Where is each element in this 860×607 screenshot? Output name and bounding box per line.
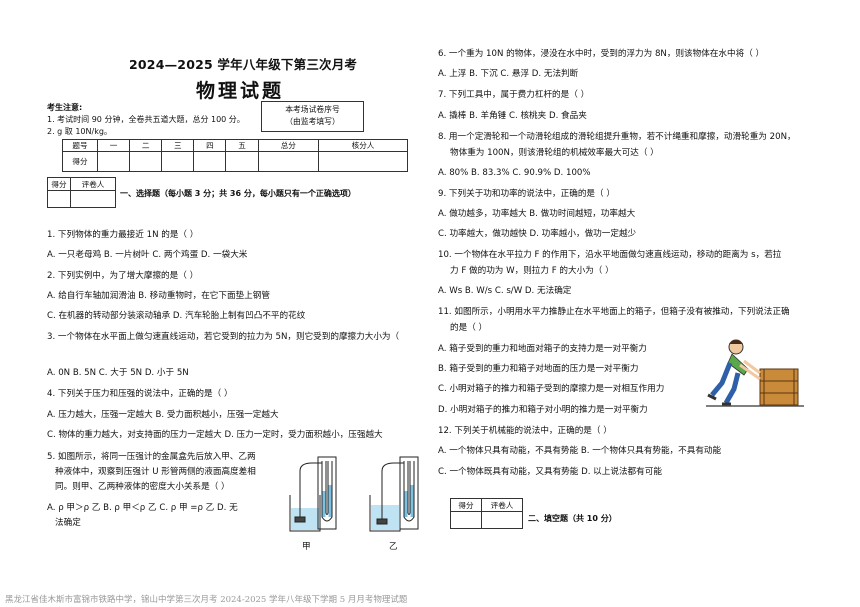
score-input-1 <box>96 151 131 172</box>
q3-stem: 3. 一个物体在水平面上做匀速直线运动，若它受到的拉力为 5N，则它受到的摩擦力… <box>47 332 400 342</box>
seat-box-line2: （由监考填写） <box>285 117 340 126</box>
q10-line1: 10. 一个物体在水平拉力 F 的作用下，沿水平地面做匀速直线运动，移动的距离为… <box>438 250 782 260</box>
score-table: 题号 一 二 三 四 五 总分 核分人 得分 <box>62 139 408 172</box>
q5-fig-label-jia: 甲 <box>302 542 311 552</box>
q8-line1: 8. 用一个定滑轮和一个动滑轮组成的滑轮组提升重物，若不计绳重和摩擦，动滑轮重为… <box>438 132 796 142</box>
q5-line2: 种液体中，观察到压强计 U 形管两侧的液面高度差相 <box>55 467 256 477</box>
score-input-3 <box>161 151 195 172</box>
q9-options-ab: A. 做功越多，功率越大 B. 做功时间越短，功率越大 <box>438 209 636 219</box>
grader-name-cell <box>70 190 116 208</box>
score-input-checker <box>318 151 408 172</box>
score-cell-q2: 二 <box>129 139 163 152</box>
q11-option-b: B. 箱子受到的重力和箱子对地面的压力是一对平衡力 <box>438 364 639 374</box>
grader2-name-cell <box>481 511 523 529</box>
q11-option-a: A. 箱子受到的重力和地面对箱子的支持力是一对平衡力 <box>438 344 647 354</box>
grader2-name-label: 评卷人 <box>481 498 523 512</box>
q5-pressure-gauge-figure <box>289 456 419 532</box>
q5-options-cont: 法确定 <box>55 518 81 528</box>
score-cell-q4: 四 <box>193 139 227 152</box>
q8-options: A. 80% B. 83.3% C. 90.9% D. 100% <box>438 168 591 178</box>
q4-options-ab: A. 压力越大，压强一定越大 B. 受力面积越小，压强一定越大 <box>47 410 279 420</box>
q11-boy-pushing-box-figure <box>706 339 804 407</box>
score-cell-label: 题号 <box>62 139 98 152</box>
q11-option-c: C. 小明对箱子的推力和箱子受到的摩擦力是一对相互作用力 <box>438 384 665 394</box>
subject-title: 物理试题 <box>196 80 285 102</box>
q4-options-cd: C. 物体的重力越大，对支持面的压力一定越大 D. 压力一定时，受力面积越小，压… <box>47 430 383 440</box>
q5-line1: 5. 如图所示，将同一压强计的金属盒先后放入甲、乙两 <box>47 452 256 462</box>
score-cell-q1: 一 <box>96 139 131 152</box>
q5-fig-label-yi: 乙 <box>389 542 398 552</box>
score-cell-total: 总分 <box>257 139 320 152</box>
q4-stem: 4. 下列关于压力和压强的说法中，正确的是（ ） <box>47 389 233 399</box>
q12-options-ab: A. 一个物体只具有动能，不具有势能 B. 一个物体只具有势能，不具有动能 <box>438 446 722 456</box>
q5-line3: 同。则甲、乙两种液体的密度大小关系是（ ） <box>55 482 230 492</box>
grader-name-label: 评卷人 <box>70 177 116 191</box>
grader-score-cell <box>47 190 71 208</box>
q9-options-cd: C. 功率越大，做功越快 D. 功率越小，做功一定越少 <box>438 229 637 239</box>
q6-options: A. 上浮 B. 下沉 C. 悬浮 D. 无法判断 <box>438 69 579 79</box>
score-input-5 <box>225 151 259 172</box>
grader-box-2: 得分评卷人 <box>450 498 523 529</box>
score-input-4 <box>193 151 227 172</box>
q2-options-ab: A. 给自行车轴加润滑油 B. 移动重物时，在它下面垫上钢管 <box>47 291 270 301</box>
q11-line2: 的是（ ） <box>450 323 488 333</box>
seat-number-box: 本考场试卷序号 （由监考填写） <box>261 101 364 132</box>
q3-options: A. 0N B. 5N C. 大于 5N D. 小于 5N <box>47 368 189 378</box>
q12-options-cd: C. 一个物体既具有动能，又具有势能 D. 以上说法都有可能 <box>438 467 662 477</box>
score-cell-q5: 五 <box>225 139 259 152</box>
section2-heading: 二、填空题（共 10 分） <box>528 514 617 523</box>
q11-option-d: D. 小明对箱子的推力和箱子对小明的推力是一对平衡力 <box>438 405 648 415</box>
seat-box-line1: 本考场试卷序号 <box>285 105 340 114</box>
exam-title: 2024—2025 学年八年级下第三次月考 <box>129 57 358 72</box>
q10-line2: 力 F 做的功为 W，则拉力 F 的大小为（ ） <box>450 266 614 276</box>
q11-line1: 11. 如图所示，小明用水平力推静止在水平地面上的箱子，但箱子没有被推动，下列说… <box>438 307 790 317</box>
q6-stem: 6. 一个重为 10N 的物体，浸没在水中时，受到的浮力为 8N，则该物体在水中… <box>438 49 765 59</box>
q2-options-cd: C. 在机器的转动部分装滚动轴承 D. 汽车轮胎上制有凹凸不平的花纹 <box>47 311 306 321</box>
q2-stem: 2. 下列实例中，为了增大摩擦的是（ ） <box>47 271 199 281</box>
grader-score-label: 得分 <box>47 177 71 191</box>
grader-box-1: 得分评卷人 <box>47 177 116 208</box>
grader2-score-cell <box>450 511 482 529</box>
q8-line2: 物体重为 100N，则该滑轮组的机械效率最大可达（ ） <box>450 148 659 158</box>
score-input-total <box>257 151 320 172</box>
q9-stem: 9. 下列关于功和功率的说法中，正确的是（ ） <box>438 189 615 199</box>
footer-source: 黑龙江省佳木斯市富锦市铁路中学，锦山中学第三次月考 2024-2025 学年八年… <box>5 595 408 605</box>
note-1: 1. 考试时间 90 分钟，全卷共五道大题，总分 100 分。 <box>47 115 245 124</box>
q1-stem: 1. 下列物体的重力最接近 1N 的是（ ） <box>47 230 199 240</box>
q7-stem: 7. 下列工具中，属于费力杠杆的是（ ） <box>438 90 590 100</box>
grader2-score-label: 得分 <box>450 498 482 512</box>
score-cell-checker: 核分人 <box>318 139 408 152</box>
notes-heading: 考生注意: <box>47 103 83 112</box>
q5-options: A. ρ 甲＞ρ 乙 B. ρ 甲＜ρ 乙 C. ρ 甲 =ρ 乙 D. 无 <box>47 503 238 513</box>
score-cell-q3: 三 <box>161 139 195 152</box>
q1-options: A. 一只老母鸡 B. 一片树叶 C. 两个鸡蛋 D. 一袋大米 <box>47 250 248 260</box>
q12-stem: 12. 下列关于机械能的说法中，正确的是（ ） <box>438 426 612 436</box>
note-2: 2. g 取 10N/kg。 <box>47 127 112 136</box>
score-row-label: 得分 <box>62 151 98 172</box>
score-input-2 <box>129 151 163 172</box>
section1-heading: 一、选择题（每小题 3 分；共 36 分，每小题只有一个正确选项） <box>120 189 356 198</box>
q10-options: A. Ws B. W/s C. s/W D. 无法确定 <box>438 286 572 296</box>
q7-options: A. 撬棒 B. 羊角锤 C. 核桃夹 D. 食品夹 <box>438 111 587 121</box>
